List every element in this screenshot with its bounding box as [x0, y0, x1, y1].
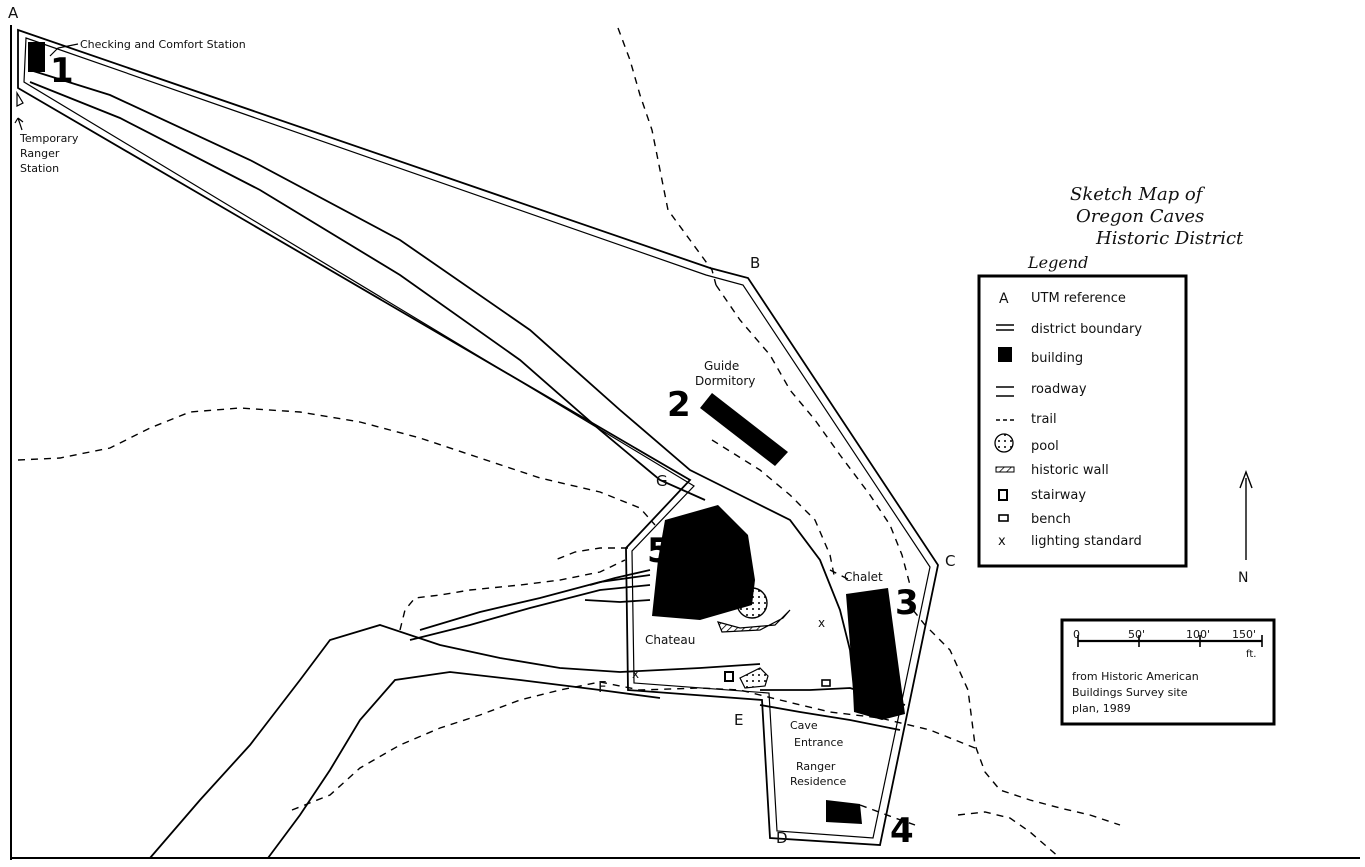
label-cave-entrance-2: Entrance — [794, 736, 844, 749]
trail-network — [17, 27, 1121, 859]
label-temporary-ranger-1: Temporary — [19, 132, 79, 145]
historic-wall — [716, 609, 791, 633]
utm-label-c: C — [945, 552, 955, 570]
scale-source-line-3: plan, 1989 — [1072, 702, 1131, 715]
building-number-4: 4 — [890, 811, 914, 851]
map-title-line-2: Oregon Caves — [1076, 206, 1204, 227]
arrow-checking-station — [49, 43, 79, 57]
pool-small — [739, 667, 769, 689]
scale-unit: ft. — [1246, 649, 1256, 660]
label-temporary-ranger-3: Station — [20, 162, 59, 175]
legend-symbol-bench — [998, 514, 1009, 522]
legend-label-boundary: district boundary — [1031, 322, 1142, 337]
district-boundary — [17, 28, 939, 846]
legend-symbol-stairway — [998, 489, 1008, 501]
building-number-1: 1 — [50, 51, 74, 91]
scale-tick-label-50: 50' — [1128, 628, 1145, 641]
label-chalet: Chalet — [844, 570, 883, 584]
legend-label-roadway: roadway — [1031, 382, 1087, 397]
bench — [821, 679, 831, 687]
building-number-5: 5 — [647, 531, 671, 571]
building-number-2: 2 — [667, 385, 691, 425]
legend-symbols: A x — [994, 291, 1015, 549]
legend-label-bench: bench — [1031, 512, 1071, 527]
legend-symbol-lighting: x — [998, 534, 1006, 549]
legend-symbol-pool — [994, 433, 1014, 453]
legend-symbol-building — [998, 347, 1012, 362]
utm-label-d: D — [776, 829, 788, 847]
label-temporary-ranger-2: Ranger — [20, 147, 60, 160]
building-number-3: 3 — [895, 583, 919, 623]
north-arrow-icon — [1239, 470, 1253, 560]
label-checking-station: Checking and Comfort Station — [80, 38, 246, 51]
scale-source-line-1: from Historic American — [1072, 670, 1199, 683]
building-3-chalet — [846, 588, 905, 720]
legend-label-building: building — [1031, 351, 1083, 366]
map-title-line-1: Sketch Map of — [1070, 184, 1206, 205]
scale-source-line-2: Buildings Survey site — [1072, 686, 1188, 699]
north-label: N — [1238, 570, 1248, 586]
building-1-checking-station — [28, 42, 45, 72]
scale-tick-label-100: 100' — [1186, 628, 1210, 641]
legend-label-trail: trail — [1031, 412, 1057, 427]
label-cave-entrance-1: Cave — [790, 719, 818, 732]
utm-label-g: G — [656, 472, 668, 490]
label-guide-dormitory-2: Dormitory — [695, 374, 755, 388]
pool — [736, 587, 768, 619]
utm-label-e: E — [734, 711, 743, 729]
temporary-ranger-station-marker — [16, 90, 24, 107]
legend-symbol-utm: A — [999, 291, 1009, 307]
stairway — [724, 671, 734, 682]
legend-label-utm: UTM reference — [1031, 291, 1126, 306]
lighting-standard-mark-2: x — [818, 616, 825, 630]
building-4-ranger-residence — [826, 800, 862, 824]
legend-heading: Legend — [1027, 253, 1088, 272]
utm-label-b: B — [750, 254, 760, 272]
legend-label-pool: pool — [1031, 439, 1059, 454]
legend-symbol-historic-wall — [995, 466, 1015, 473]
arrow-temporary-ranger — [14, 117, 24, 131]
label-chateau: Chateau — [645, 633, 695, 647]
legend-label-historic-wall: historic wall — [1031, 463, 1109, 478]
scale-tick-label-150: 150' — [1232, 628, 1256, 641]
legend-labels: UTM reference district boundary building… — [1031, 291, 1142, 549]
building-5-chateau — [652, 505, 755, 620]
label-ranger-residence-2: Residence — [790, 775, 846, 788]
scale-box — [1060, 618, 1276, 726]
utm-label-a: A — [8, 4, 19, 22]
building-2-guide-dormitory — [700, 393, 788, 466]
lighting-standard-mark-1: x — [632, 667, 639, 681]
label-ranger-residence-1: Ranger — [796, 760, 836, 773]
label-guide-dormitory-1: Guide — [704, 359, 739, 373]
legend-box — [977, 274, 1188, 568]
legend-label-stairway: stairway — [1031, 488, 1086, 503]
legend-label-lighting: lighting standard — [1031, 534, 1142, 549]
map-title-line-3: Historic District — [1095, 228, 1244, 249]
legend-symbol-roadway — [996, 386, 1014, 397]
scale-tick-label-0: 0 — [1073, 628, 1080, 641]
utm-label-f: F — [598, 678, 607, 696]
